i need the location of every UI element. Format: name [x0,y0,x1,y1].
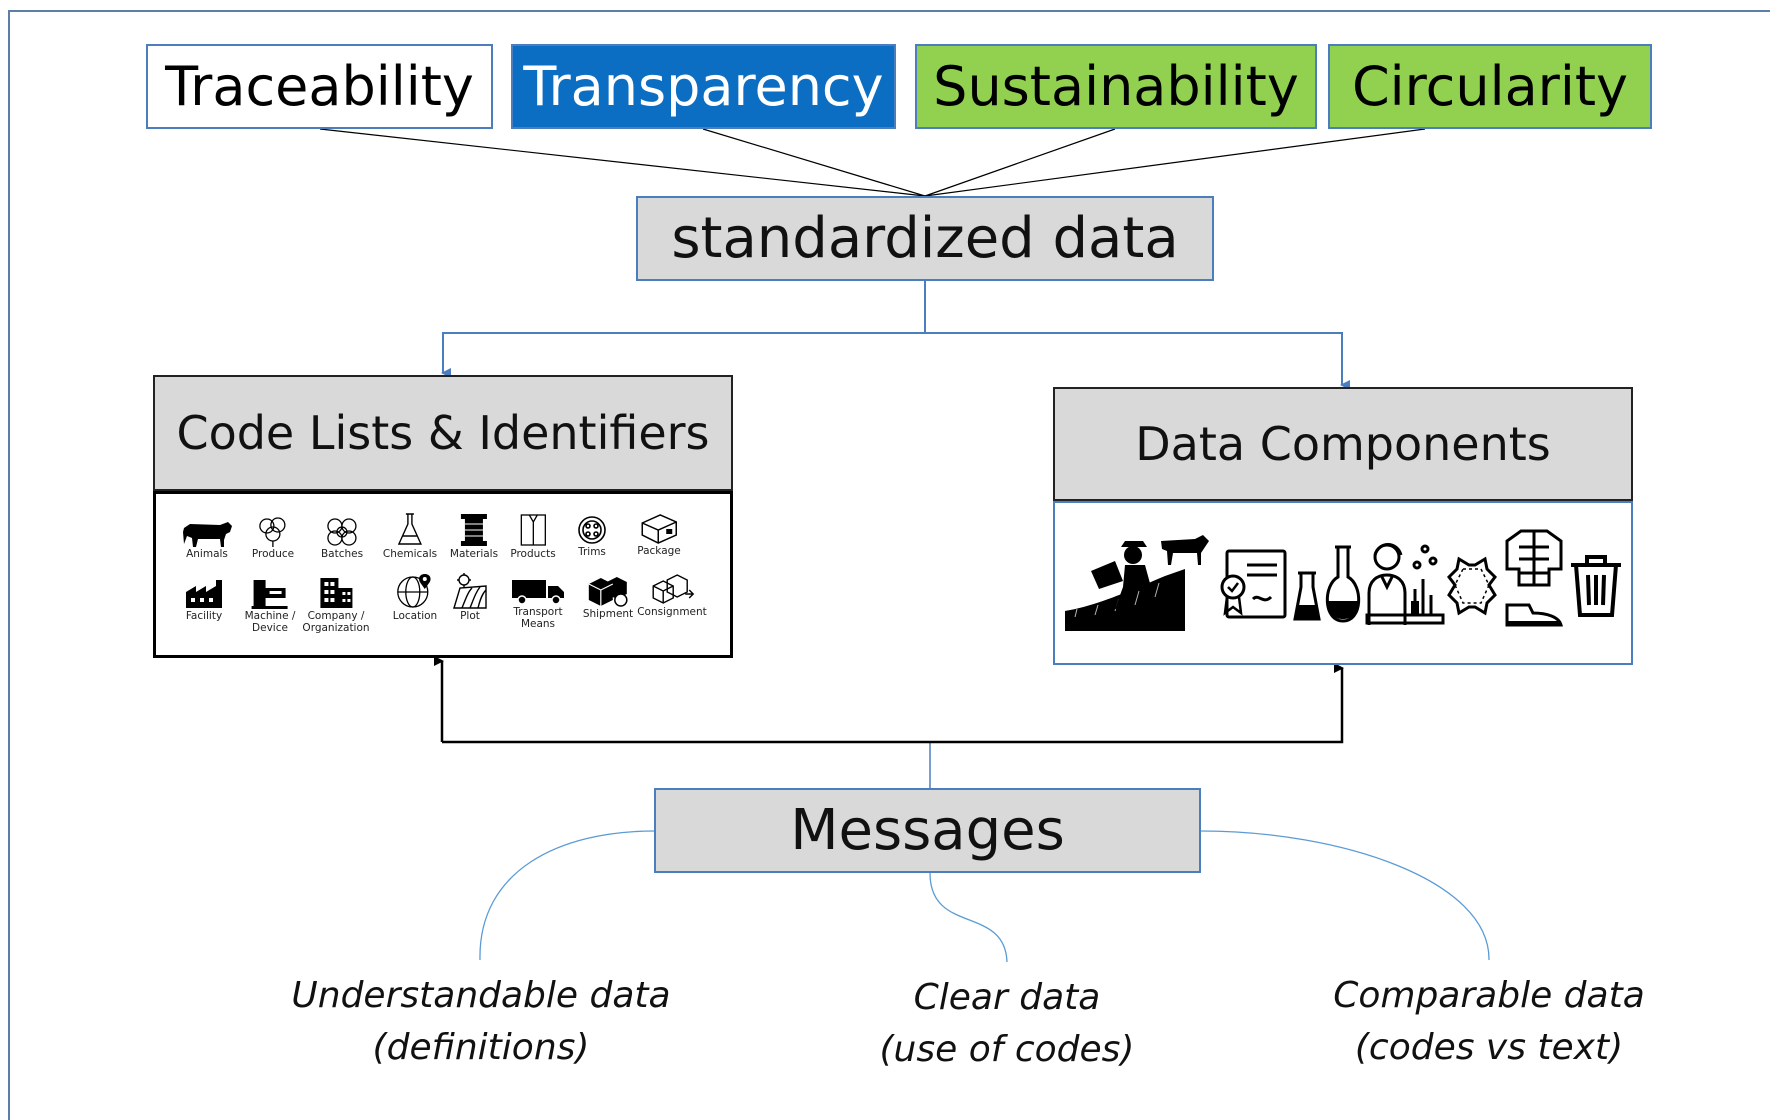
trash-icon [1571,555,1621,617]
code-item-shipment: Shipment [583,572,633,620]
plot-icon [453,573,487,609]
code-item-transport: Transport Means [510,576,566,630]
farmer-cow-icon [1065,535,1209,631]
code-item-products: Products [510,512,556,560]
code-item-machine: Machine / Device [244,576,296,634]
outcome-understandable: Understandable data (definitions) [291,970,670,1074]
pillar-connectors [319,128,1426,197]
code-item-label: Batches [320,548,364,560]
code-item-label-line2: Device [252,622,288,634]
certificate-icon [1220,549,1287,619]
code-lists-title: Code Lists & Identifiers [176,406,710,460]
batch-icon [327,518,357,546]
outcome-clear: Clear data (use of codes) [880,972,1135,1076]
lab-worker-icon [1365,543,1445,625]
factory-icon [186,580,222,608]
code-item-label: Plot [460,610,480,622]
outcome-subtitle: (codes vs text) [1354,1027,1624,1068]
pillar-label: Traceability [165,55,474,118]
code-item-package: Package [637,511,681,557]
code-item-company: Company / Organization [302,574,370,634]
code-lists-icon-panel: Animals Produce Batches Chemicals Materi… [153,491,733,658]
code-lists-box: Code Lists & Identifiers [153,375,733,491]
code-item-label: Chemicals [382,548,438,560]
pillar-label: Circularity [1351,55,1629,118]
code-item-label: Materials [449,548,499,560]
code-item-label: Company / [307,610,365,622]
code-item-label: Trims [578,546,606,558]
code-item-plot: Plot [450,572,490,622]
outcome-subtitle: (use of codes) [879,1029,1135,1070]
lab-flask-icon [1293,545,1361,623]
code-item-animals: Animals [180,518,234,560]
pillar-circularity: Circularity [1328,44,1652,129]
data-components-title: Data Components [1135,417,1551,471]
messages-label: Messages [790,798,1065,863]
cow-icon [183,522,232,547]
pillar-label: Transparency [523,55,884,118]
code-item-label: Shipment [582,608,634,620]
code-item-label: Machine / [244,610,296,622]
code-item-chemicals: Chemicals [383,512,437,560]
building-icon [319,578,352,608]
code-item-label: Package [637,545,681,557]
outcome-title: Comparable data [1333,975,1645,1016]
flask-icon [397,513,423,545]
standardized-data-box: standardized data [636,196,1214,281]
pillar-sustainability: Sustainability [915,44,1317,129]
outcome-title: Understandable data [291,975,671,1016]
shirt-icon [520,514,546,546]
code-item-label-line2: Organization [302,622,370,634]
code-item-label: Transport [513,606,563,618]
code-item-materials: Materials [450,512,498,560]
leather-icon [1447,556,1497,616]
pillar-transparency: Transparency [511,44,896,129]
code-item-label: Facility [185,610,223,622]
outcome-subtitle: (definitions) [372,1027,590,1068]
code-item-label: Location [392,610,438,622]
code-item-label: Products [510,548,556,560]
pillar-label: Sustainability [933,55,1299,118]
code-item-trims: Trims [575,514,609,558]
slide-frame [8,10,1770,1120]
data-components-box: Data Components [1053,387,1633,501]
code-item-location: Location [393,572,437,622]
outcome-curves [479,830,1490,963]
outcome-title: Clear data [913,977,1101,1018]
jacket-shoe-icon [1505,529,1563,627]
globe-pin-icon [397,574,431,608]
package-icon [641,514,677,544]
button-icon [578,516,606,544]
code-item-label: Produce [251,548,295,560]
cotton-icon [259,517,286,547]
spool-icon [460,514,487,546]
code-item-consignment: Consignment [637,572,707,618]
consignment-icon [652,574,694,604]
code-item-facility: Facility [182,578,226,622]
code-item-batches: Batches [321,514,363,560]
code-item-produce: Produce [252,514,294,560]
code-item-label: Animals [186,548,228,560]
messages-feedback-connector [434,656,1344,744]
machine-icon [252,580,288,609]
data-components-icon-panel [1053,501,1633,665]
hub-split-connector [441,281,1350,390]
code-item-label: Consignment [637,606,707,618]
boxes-icon [588,577,628,607]
messages-box: Messages [654,788,1201,873]
code-item-label-line2: Means [520,618,556,630]
truck-icon [512,580,564,605]
hub-label: standardized data [671,206,1179,271]
outcome-comparable: Comparable data (codes vs text) [1333,970,1645,1074]
pillar-traceability: Traceability [146,44,493,129]
